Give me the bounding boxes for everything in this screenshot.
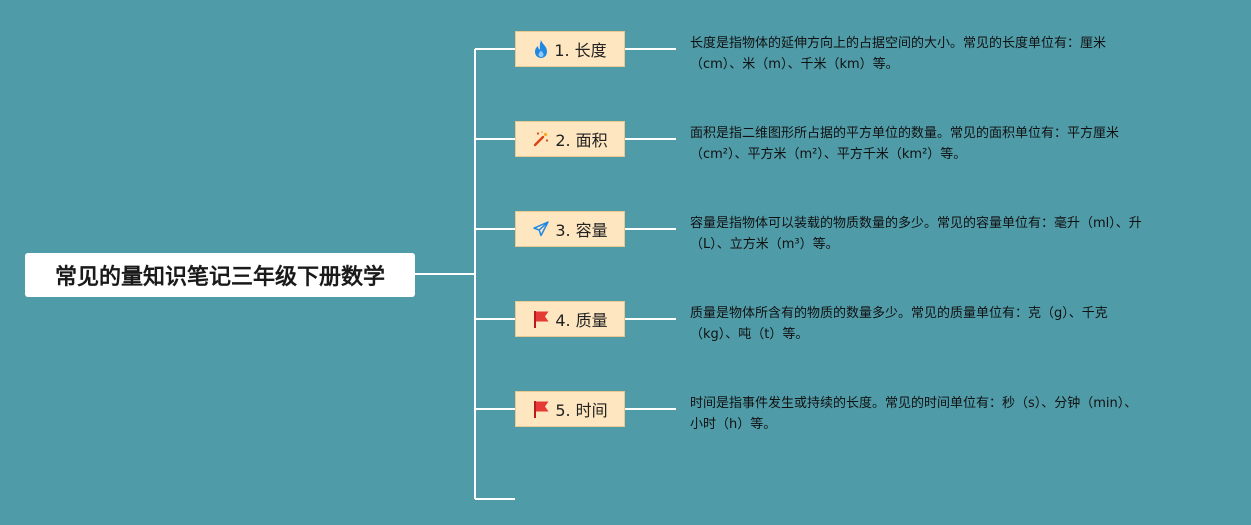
topic-label: 1. 长度 [554, 41, 607, 60]
topic-description: 容量是指物体可以装载的物质数量的多少。常见的容量单位有：毫升（ml）、升 （L）… [690, 216, 1142, 252]
magic-wand-icon [532, 130, 550, 148]
topic-time[interactable]: 5. 时间 [515, 391, 625, 427]
topic-label: 3. 容量 [555, 221, 608, 240]
root-topic[interactable]: 常见的量知识笔记三年级下册数学 [25, 253, 415, 297]
topic-label: 4. 质量 [555, 311, 608, 330]
flag-icon [532, 309, 550, 329]
root-title: 常见的量知识笔记三年级下册数学 [54, 265, 385, 290]
flag-icon [532, 399, 550, 419]
topic-description: 时间是指事件发生或持续的长度。常见的时间单位有：秒（s）、分钟（min）、 小时… [690, 396, 1138, 432]
topic-description: 长度是指物体的延伸方向上的占据空间的大小。常见的长度单位有：厘米 （cm）、米（… [690, 36, 1107, 72]
topic-area[interactable]: 2. 面积 [515, 121, 625, 157]
topic-description: 面积是指二维图形所占据的平方单位的数量。常见的面积单位有：平方厘米 （cm²）、… [690, 126, 1120, 162]
topic-length[interactable]: 1. 长度 [515, 31, 625, 67]
topic-label: 2. 面积 [555, 131, 608, 150]
paper-plane-icon [532, 220, 550, 238]
topic-mass[interactable]: 4. 质量 [515, 301, 625, 337]
topic-capacity[interactable]: 3. 容量 [515, 211, 625, 247]
fire-icon [533, 39, 549, 59]
topic-description: 质量是物体所含有的物质的数量多少。常见的质量单位有：克（g）、千克 （kg）、吨… [690, 306, 1108, 342]
topic-label: 5. 时间 [555, 401, 608, 420]
